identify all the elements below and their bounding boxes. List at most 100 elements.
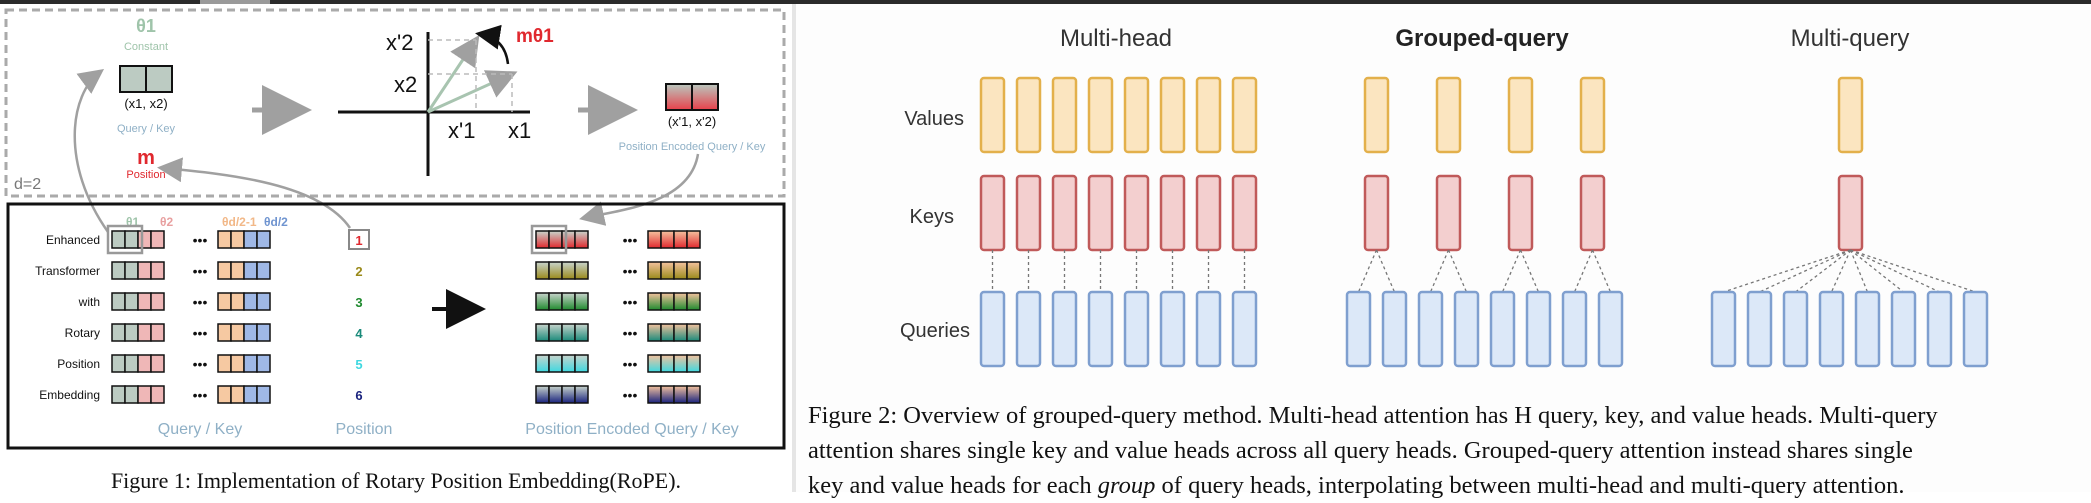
query-head [1597,290,1624,368]
rope-top-dashed-box [4,8,786,198]
query-head [1123,290,1150,368]
theta-header-d2: θd/2 [264,215,288,229]
query-cells [111,385,271,404]
query-head [1962,290,1989,368]
position-number: 4 [355,326,363,341]
attention-link [1591,249,1612,293]
attention-link [1850,249,1976,293]
position-label: Position [126,169,165,181]
query-head [1159,290,1186,368]
key-head [1159,174,1186,252]
m-label: m [137,147,155,169]
gqa-diagram: Multi-head Grouped-query Multi-query Val… [900,25,1989,368]
key-head [1579,174,1606,252]
rope-row-word: Position [57,357,100,371]
query-head [1782,290,1809,368]
value-head [1435,76,1462,154]
encoded-cells [535,292,701,311]
ellipsis-dots: ••• [623,294,638,310]
ellipsis-dots: ••• [623,356,638,372]
ellipsis-dots: ••• [623,325,638,341]
value-head [1051,76,1078,154]
attention-link [1375,249,1396,293]
bottom-encoded-label: Position Encoded Query / Key [525,421,738,438]
query-head [1854,290,1881,368]
axis-x1: x1 [508,118,531,143]
title-multi-query: Multi-query [1791,25,1910,52]
rope-row: with•••3••• [78,292,701,311]
query-head [1087,290,1114,368]
axis-x2-prime: x'2 [386,30,413,55]
bottom-position-label: Position [336,421,393,438]
position-number: 3 [355,295,362,310]
query-head [1417,290,1444,368]
query-head [1746,290,1773,368]
attention-link [1357,249,1378,293]
encoded-highlight-box [530,224,568,255]
title-grouped-query: Grouped-query [1395,25,1569,52]
encoded-cells [535,354,701,373]
key-head [1363,174,1390,252]
m-theta-label: mθ1 [516,26,554,47]
title-multi-head: Multi-head [1060,25,1172,52]
query-key-label: Query / Key [117,123,176,135]
key-head [1231,174,1258,252]
attention-link [1429,249,1450,293]
attention-link [1850,249,1904,293]
value-head [1159,76,1186,154]
axis-x2: x2 [394,72,417,97]
ellipsis-dots: ••• [193,387,208,403]
label-values: Values [904,108,964,130]
theta1-label: θ1 [136,16,156,36]
query-head [1818,290,1845,368]
caption-line-3-post: of query heads, interpolating between mu… [1155,472,1905,499]
query-head [1710,290,1737,368]
gqa-heads [979,76,1989,368]
key-head [1015,174,1042,252]
attention-link [1501,249,1522,293]
ellipsis-dots: ••• [193,325,208,341]
curve-position-to-m [157,157,352,229]
rotation-axes [338,24,530,176]
rope-diagram: θ1 Constant (x1, x2) Query / Key m Posit… [4,8,786,450]
constant-label: Constant [124,41,168,53]
ellipsis-dots: ••• [193,263,208,279]
attention-link [1830,249,1852,293]
value-head [1579,76,1606,154]
value-head [1015,76,1042,154]
rope-row: Embedding•••6••• [39,385,701,404]
label-queries: Queries [900,320,970,342]
rope-row: Transformer•••2••• [35,261,701,280]
query-head [1051,290,1078,368]
encoded-cells [535,261,701,280]
value-head [1087,76,1114,154]
key-head [1507,174,1534,252]
ellipsis-dots: ••• [623,232,638,248]
attention-link [1795,249,1851,293]
query-head [1890,290,1917,368]
theta1-highlight-box [106,224,144,255]
window-top-bar [0,0,2091,4]
value-head [1231,76,1258,154]
rope-row-word: Embedding [39,388,100,402]
query-head [1381,290,1408,368]
position-number: 1 [355,233,362,248]
position-number: 2 [355,264,362,279]
ellipsis-dots: ••• [193,356,208,372]
position-highlight-box [348,229,370,250]
position-number: 5 [355,357,362,372]
ellipsis-dots: ••• [193,294,208,310]
curve-encoded-to-table [579,153,700,226]
panel-divider [792,4,796,492]
query-cells [111,292,271,311]
query-cells [111,230,271,249]
value-head [1195,76,1222,154]
query-head [1345,290,1372,368]
theta-header-2: θ2 [160,215,173,229]
figure1-caption: Figure 1: Implementation of Rotary Posit… [110,468,682,493]
value-head [1507,76,1534,154]
value-head [1837,76,1864,154]
key-head [1837,174,1864,252]
query-head [1525,290,1552,368]
key-head [1123,174,1150,252]
